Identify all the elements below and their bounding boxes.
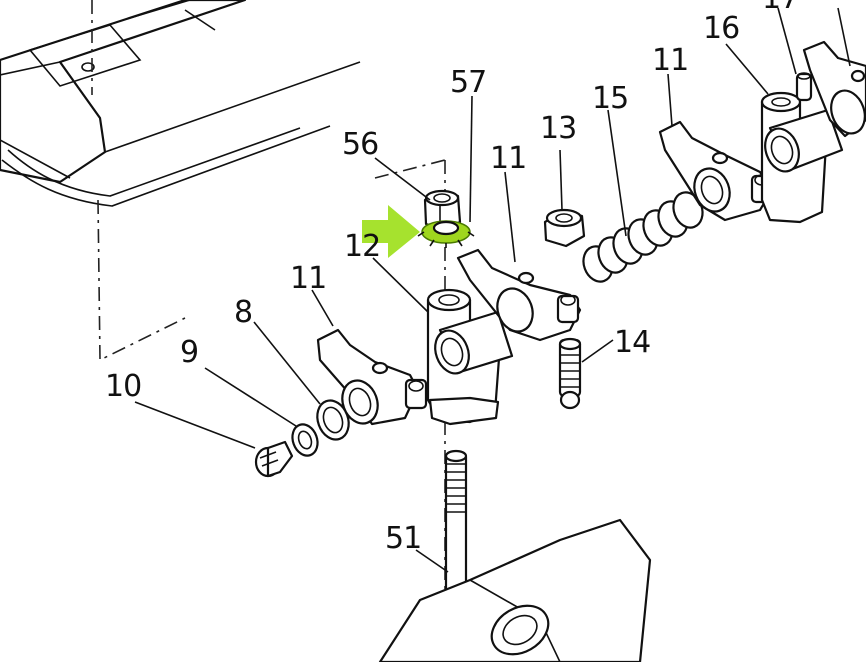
nut-part-13: [543, 208, 586, 248]
callout-labels: 10 9 8 11 12 56 57 11 13 15 11 16 17 14 …: [105, 0, 799, 556]
rocker-arm-middle: [456, 248, 582, 342]
callout-17: 17: [762, 0, 798, 16]
callout-11-middle: 11: [490, 141, 526, 176]
callout-12: 12: [344, 229, 380, 264]
pin-part-17: [795, 72, 813, 102]
cylinder-head: [378, 518, 652, 662]
leader-lines: [134, 7, 851, 573]
alignment-line: [97, 199, 186, 362]
rocker-shaft-support-12: [426, 288, 514, 426]
spring-part-15: [582, 191, 704, 283]
callout-11-left: 11: [290, 261, 326, 296]
callout-10: 10: [105, 369, 141, 404]
callout-9: 9: [180, 335, 198, 370]
callout-57: 57: [450, 65, 486, 100]
callout-14: 14: [614, 325, 650, 360]
rocker-arm-left: [316, 328, 428, 426]
adjusting-screw-part-14: [558, 337, 582, 410]
circlip-part-9: [291, 423, 319, 457]
washer-part-57-highlighted: [417, 220, 475, 248]
callout-16: 16: [703, 11, 739, 46]
alignment-line: [374, 159, 446, 179]
callout-8: 8: [234, 295, 252, 330]
callout-13: 13: [540, 111, 576, 146]
valve-cover: [0, 0, 361, 207]
callout-56: 56: [342, 127, 378, 162]
screw-part-10: [254, 440, 294, 478]
callout-15: 15: [592, 81, 628, 116]
callout-51: 51: [385, 521, 421, 556]
callout-11-right: 11: [652, 43, 688, 78]
rocker-shaft-support-16: [760, 91, 844, 224]
highlight-arrow-icon: [362, 205, 420, 258]
